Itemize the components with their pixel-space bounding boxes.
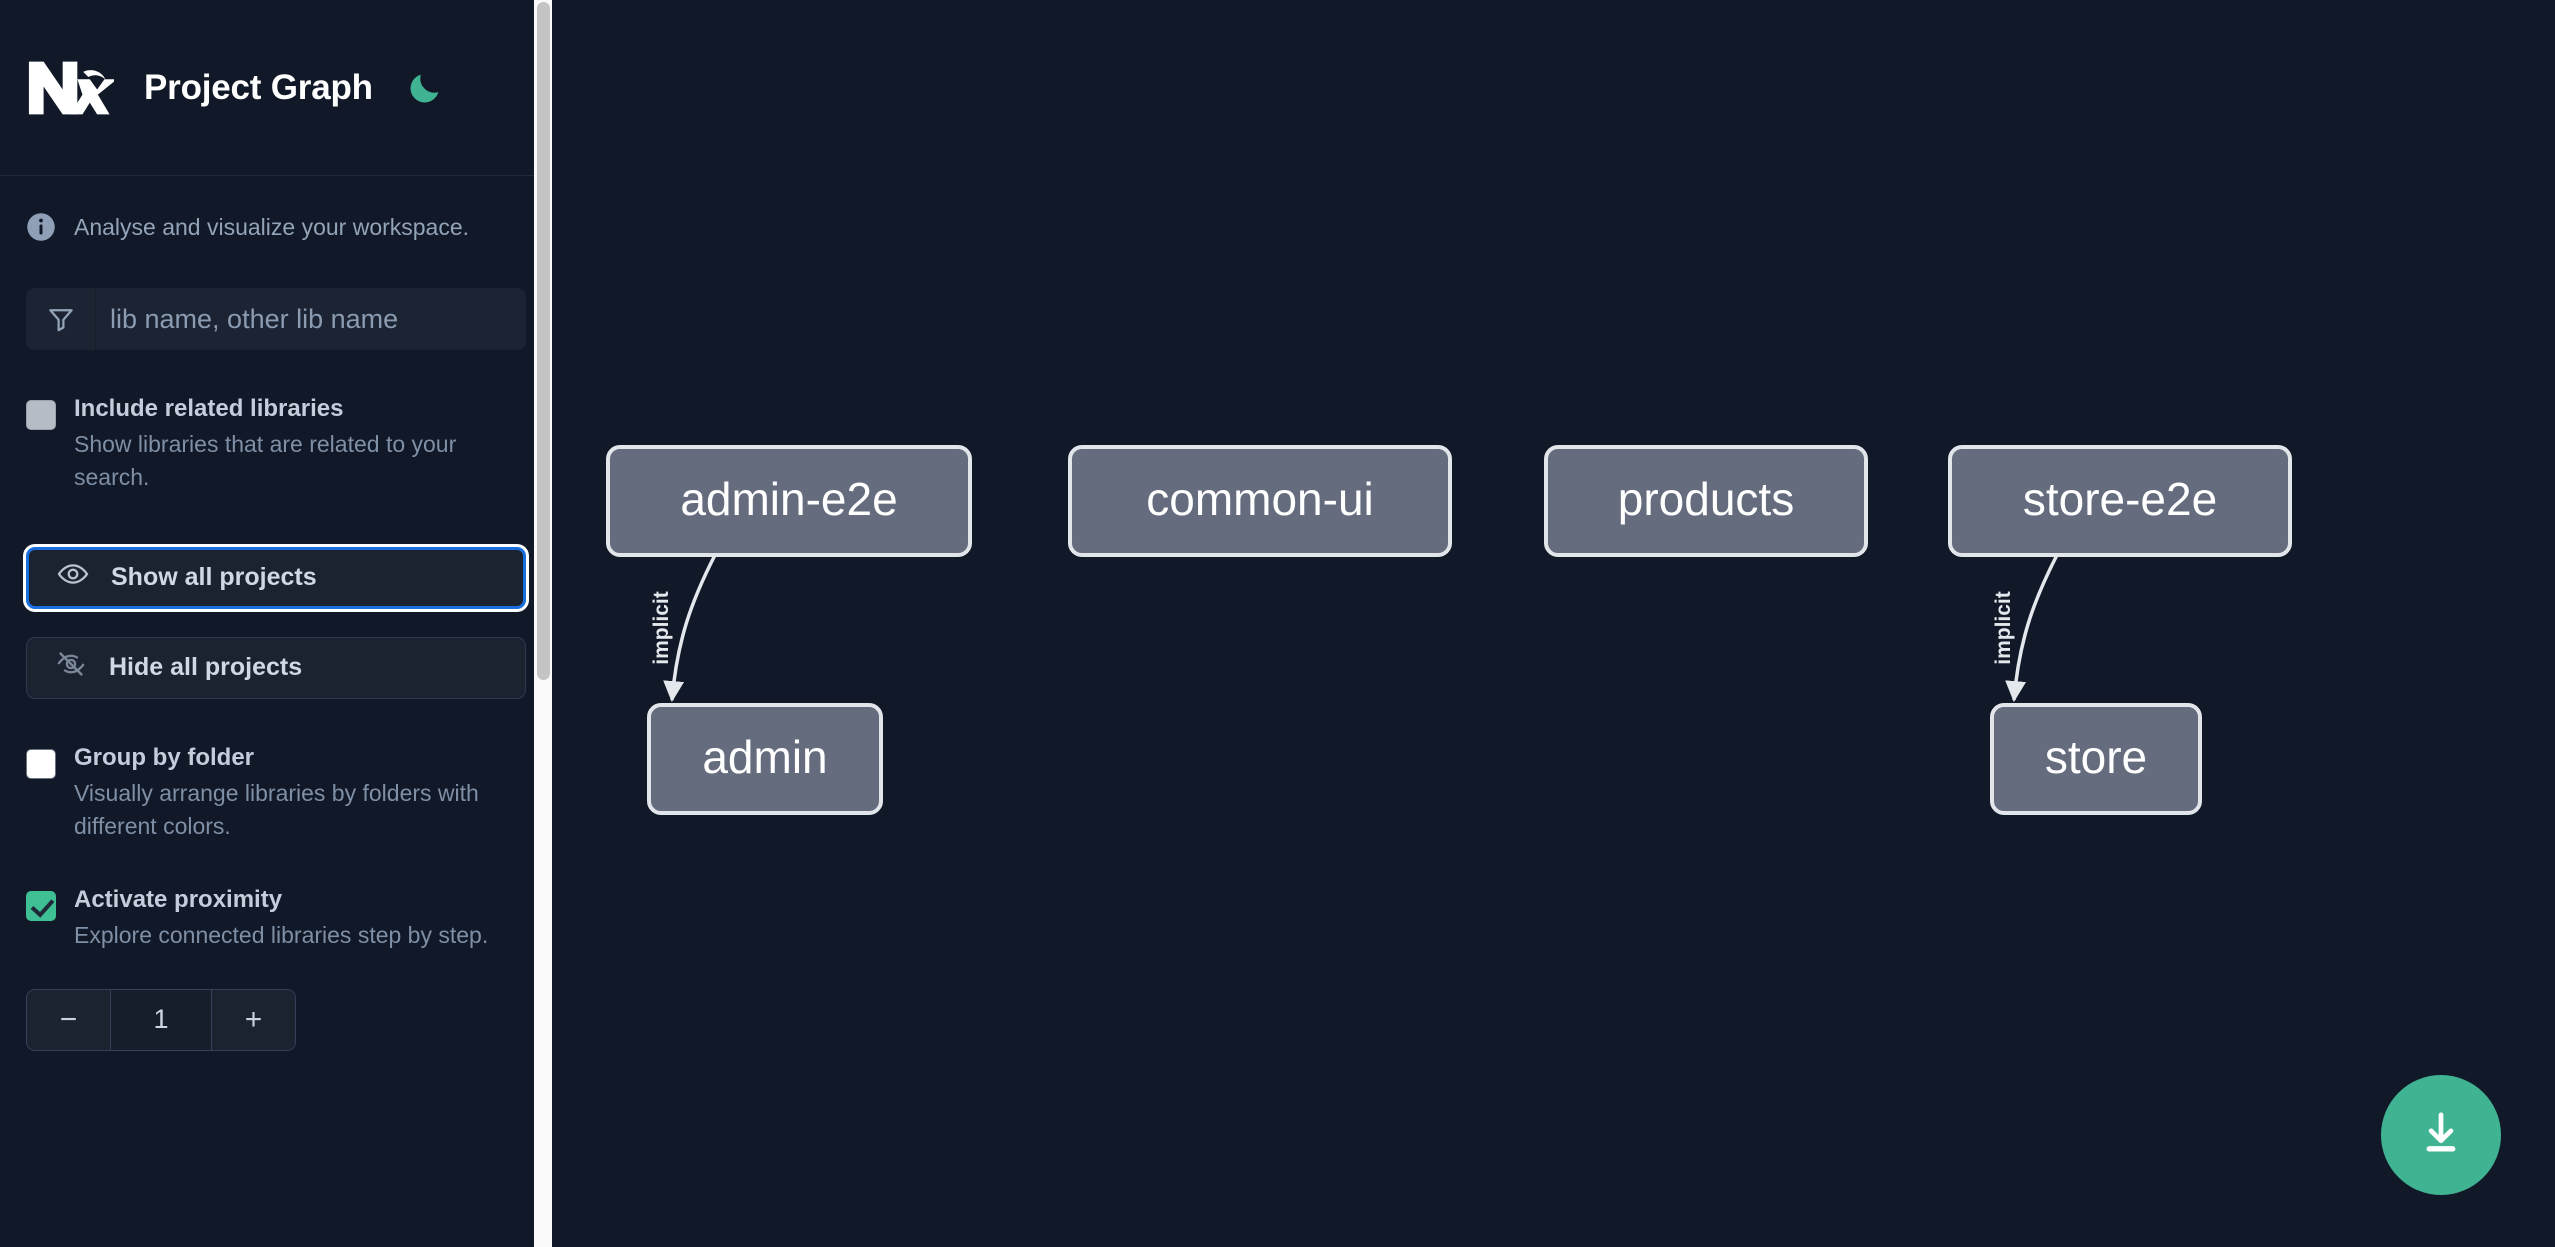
hide-all-projects-button[interactable]: Hide all projects — [26, 636, 526, 699]
option-title: Include related libraries — [74, 395, 344, 422]
edge-label: implicit — [650, 591, 673, 665]
graph-node-admin[interactable]: admin — [647, 703, 883, 815]
search-field-wrapper[interactable] — [26, 288, 526, 350]
activate-proximity-checkbox[interactable] — [26, 891, 56, 922]
sidebar: Project Graph Analyse and visualize yo — [0, 0, 552, 1247]
graph-node-common-ui[interactable]: common-ui — [1068, 445, 1452, 557]
show-all-projects-label: Show all projects — [111, 563, 317, 592]
node-label: store-e2e — [2023, 473, 2217, 525]
eye-icon — [57, 558, 89, 597]
include-related-libraries-checkbox[interactable] — [26, 400, 56, 430]
proximity-value: 1 — [111, 989, 211, 1050]
workspace-info: Analyse and visualize your workspace. — [0, 176, 552, 242]
sidebar-header: Project Graph — [0, 0, 552, 176]
page-title: Project Graph — [144, 67, 373, 107]
info-circle-icon — [26, 212, 56, 242]
option-activate-proximity[interactable]: Activate proximity Explore connected lib… — [0, 885, 552, 952]
graph-edge-store-e2e-to-store[interactable]: implicit — [1992, 554, 2059, 703]
option-group-by-folder[interactable]: Group by folder Visually arrange librari… — [0, 743, 552, 844]
download-icon — [2414, 1107, 2468, 1164]
option-title: Activate proximity — [74, 886, 283, 914]
download-graph-button[interactable] — [2381, 1075, 2501, 1195]
node-label: common-ui — [1146, 473, 1374, 525]
node-label: admin — [702, 731, 827, 783]
proximity-increment-button[interactable]: + — [211, 989, 295, 1050]
graph-canvas[interactable]: implicit implicit admin-e2e common-ui pr… — [552, 0, 2555, 1247]
nx-logo-icon — [26, 58, 117, 118]
graph-node-admin-e2e[interactable]: admin-e2e — [606, 445, 972, 557]
hide-all-projects-label: Hide all projects — [109, 653, 303, 682]
graph-edge-admin-e2e-to-admin[interactable]: implicit — [650, 554, 717, 703]
sidebar-scrollbar-thumb[interactable] — [537, 2, 550, 680]
group-by-folder-checkbox[interactable] — [26, 748, 56, 779]
moon-icon[interactable] — [403, 66, 447, 110]
node-label: store — [2045, 731, 2147, 783]
option-include-related-libraries[interactable]: Include related libraries Show libraries… — [0, 394, 552, 495]
graph-node-products[interactable]: products — [1544, 445, 1868, 557]
eye-off-icon — [55, 648, 87, 687]
sidebar-scrollbar[interactable] — [534, 0, 552, 1247]
search-input[interactable] — [96, 288, 526, 350]
option-description: Visually arrange libraries by folders wi… — [74, 779, 479, 840]
sidebar-scroll-region: Project Graph Analyse and visualize yo — [0, 0, 552, 1247]
graph-node-store[interactable]: store — [1990, 703, 2202, 815]
option-title: Group by folder — [74, 743, 254, 771]
workspace-info-text: Analyse and visualize your workspace. — [74, 213, 470, 240]
project-graph-svg[interactable]: implicit implicit admin-e2e common-ui pr… — [552, 0, 2555, 1247]
option-description: Show libraries that are related to your … — [74, 431, 457, 491]
proximity-decrement-button[interactable]: − — [27, 989, 111, 1050]
edge-label: implicit — [1992, 591, 2015, 665]
graph-node-store-e2e[interactable]: store-e2e — [1948, 445, 2292, 557]
node-label: admin-e2e — [680, 473, 897, 525]
proximity-stepper[interactable]: − 1 + — [26, 988, 296, 1051]
option-description: Explore connected libraries step by step… — [74, 922, 489, 949]
show-all-projects-button[interactable]: Show all projects — [26, 546, 526, 609]
node-label: products — [1618, 473, 1794, 525]
filter-funnel-icon — [26, 288, 96, 350]
